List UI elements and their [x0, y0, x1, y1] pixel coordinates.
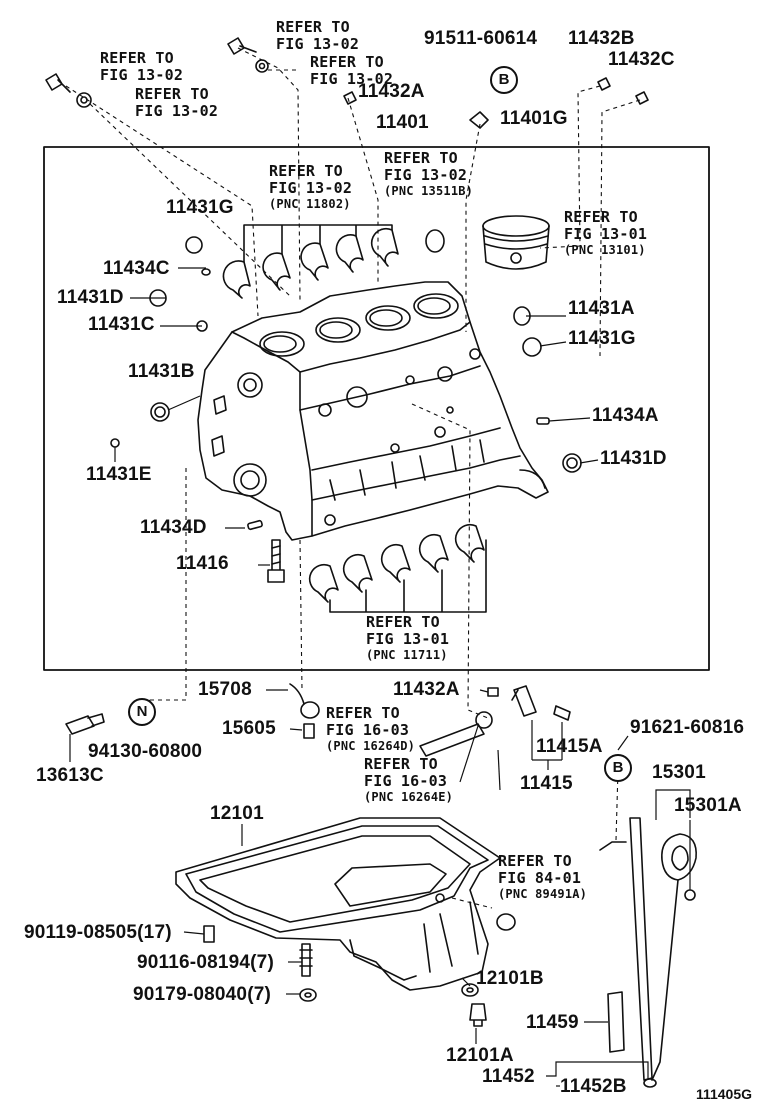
- part-label-11431c: 11431C: [88, 314, 155, 335]
- pan-fasteners-drawing: [203, 913, 516, 1027]
- part-label-11415a: 11415A: [536, 736, 603, 757]
- part-label-12101: 12101: [210, 803, 264, 824]
- knock-pin-drawing: [65, 713, 105, 735]
- part-label-11401g: 11401G: [500, 108, 568, 129]
- part-label-12101b: 12101B: [476, 968, 544, 989]
- part-label-11431g-right: 11431G: [568, 328, 636, 349]
- figure-id: 111405G: [695, 1086, 752, 1102]
- cylinder-block-drawing: [197, 281, 549, 541]
- part-label-12101a: 12101A: [446, 1045, 514, 1066]
- part-label-15301a: 15301A: [674, 795, 742, 816]
- part-label-91511-60614: 91511-60614: [424, 28, 538, 49]
- part-label-91621-60816: 91621-60816: [630, 717, 745, 738]
- part-label-11431d-right: 11431D: [600, 448, 667, 469]
- part-label-90116-08194: 90116-08194(7): [137, 952, 274, 973]
- part-label-15708: 15708: [198, 679, 252, 700]
- part-label-11431b: 11431B: [128, 361, 195, 382]
- part-label-11432a-low: 11432A: [393, 679, 460, 700]
- part-label-13613c: 13613C: [36, 765, 104, 786]
- part-label-94130-60800: 94130-60800: [88, 741, 203, 762]
- piston-drawing: [482, 215, 550, 270]
- part-label-11434a: 11434A: [592, 405, 659, 426]
- part-label-11431d-left: 11431D: [57, 287, 124, 308]
- part-label-11415: 11415: [520, 773, 573, 794]
- part-label-11432a-top: 11432A: [358, 81, 425, 102]
- part-label-11431e: 11431E: [86, 464, 152, 485]
- oil-pan-drawing: [175, 817, 501, 991]
- oil-strainer-drawing: [289, 683, 571, 757]
- part-label-11434c: 11434C: [103, 258, 170, 279]
- part-label-15605: 15605: [222, 718, 276, 739]
- part-label-11416: 11416: [176, 553, 229, 574]
- part-label-11452: 11452: [482, 1066, 535, 1087]
- part-label-90179-08040: 90179-08040(7): [133, 984, 272, 1005]
- part-label-11434d: 11434D: [140, 517, 207, 538]
- part-label-11452b: 11452B: [560, 1076, 627, 1097]
- part-label-11431g-left: 11431G: [166, 197, 234, 218]
- marker-b-top: B: [490, 66, 518, 94]
- part-label-11401: 11401: [376, 112, 429, 133]
- part-label-90119-08505: 90119-08505(17): [24, 922, 172, 943]
- part-label-11432c: 11432C: [608, 49, 675, 70]
- main-bearings-drawing: [222, 227, 485, 603]
- marker-n: N: [128, 698, 156, 726]
- part-label-15301: 15301: [652, 762, 706, 783]
- assembly-frame: [43, 146, 710, 671]
- part-label-11432b: 11432B: [568, 28, 635, 49]
- part-label-11431a: 11431A: [568, 298, 635, 319]
- part-label-11459: 11459: [526, 1012, 579, 1033]
- dipstick-drawing: [599, 817, 697, 1088]
- marker-b-dipstick: B: [604, 754, 632, 782]
